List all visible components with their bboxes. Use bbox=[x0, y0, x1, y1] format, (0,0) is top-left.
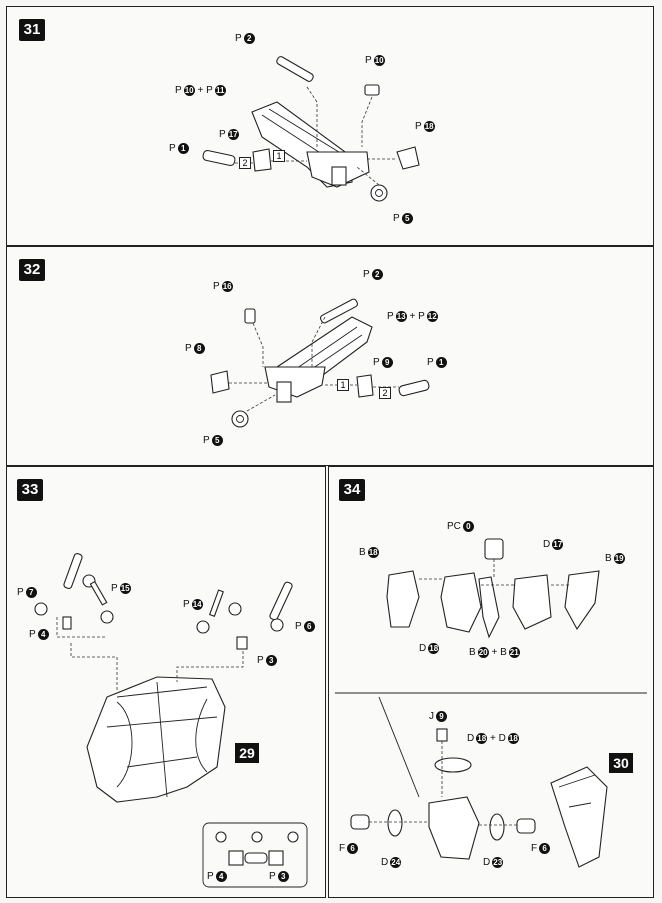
part-p4 bbox=[62, 616, 72, 630]
step-33-drawing bbox=[34, 553, 308, 888]
part-p18 bbox=[396, 146, 420, 170]
part-p3 bbox=[236, 636, 248, 650]
part-b18-left bbox=[386, 570, 420, 628]
part-p1 bbox=[202, 149, 236, 167]
order-mark-1: 1 bbox=[273, 150, 285, 162]
part-pc0 bbox=[484, 538, 504, 560]
part-b20-b21 bbox=[478, 576, 500, 639]
part-p10 bbox=[364, 84, 380, 96]
part-p8 bbox=[210, 370, 230, 394]
part-d23 bbox=[489, 813, 505, 841]
part-p2-rod bbox=[319, 298, 359, 324]
part-f6-right bbox=[516, 818, 536, 834]
part-d24 bbox=[387, 809, 403, 837]
part-p6-rod bbox=[269, 581, 293, 621]
part-d17 bbox=[512, 574, 552, 630]
step-34-number: 34 bbox=[339, 479, 365, 501]
part-p5 bbox=[370, 184, 388, 202]
part-p9 bbox=[356, 374, 374, 398]
step-32-number: 32 bbox=[19, 259, 45, 281]
part-d18-d19 bbox=[434, 757, 472, 773]
step-31-number: 31 bbox=[19, 19, 45, 41]
part-p1 bbox=[398, 379, 430, 397]
part-p16 bbox=[244, 308, 256, 324]
step-31-drawing bbox=[202, 56, 420, 202]
part-p2-rod bbox=[276, 56, 314, 82]
order-mark-1: 1 bbox=[337, 379, 349, 391]
assembly-30 bbox=[550, 766, 608, 868]
part-j9 bbox=[436, 728, 448, 742]
part-b19 bbox=[564, 570, 600, 631]
order-mark-2: 2 bbox=[379, 387, 391, 399]
part-d18 bbox=[440, 572, 482, 633]
part-p14-rod bbox=[208, 589, 224, 617]
order-mark-2: 2 bbox=[239, 157, 251, 169]
assembly-29 bbox=[86, 676, 226, 803]
step-31-panel: 31 bbox=[6, 6, 654, 246]
part-p17 bbox=[252, 148, 272, 172]
part-p5 bbox=[231, 410, 249, 428]
step-33-panel: 33 bbox=[6, 466, 326, 898]
part-f6-left bbox=[350, 814, 370, 830]
ref-assembly-30: 30 bbox=[609, 753, 633, 773]
step-33-number: 33 bbox=[17, 479, 43, 501]
step-32-drawing bbox=[210, 298, 430, 428]
part-p7-rod bbox=[63, 553, 83, 589]
step-34-drawing bbox=[335, 538, 647, 868]
lower-body bbox=[428, 796, 480, 860]
ref-assembly-29: 29 bbox=[235, 743, 259, 763]
